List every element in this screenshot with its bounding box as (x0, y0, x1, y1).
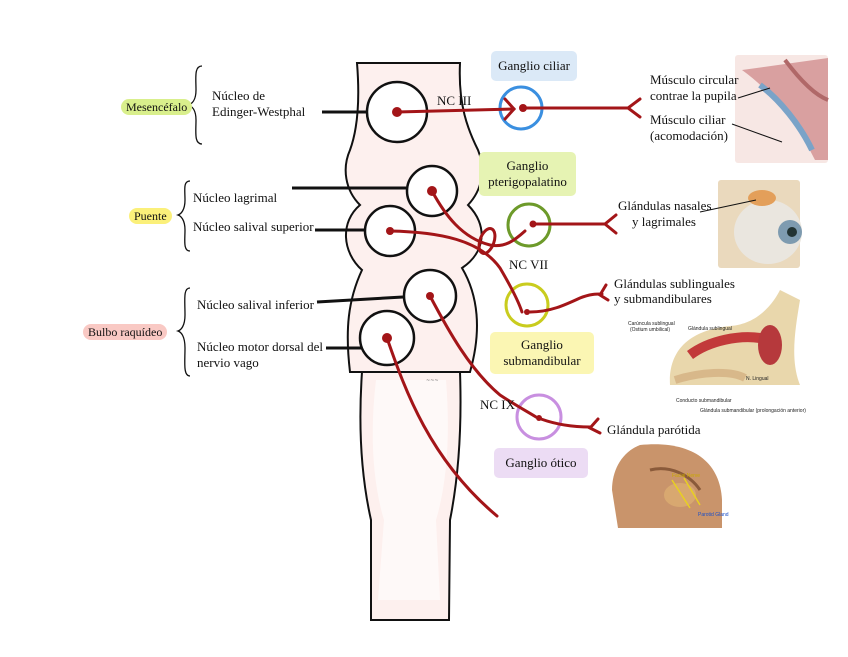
nerve-cn7-submand-out (528, 292, 604, 314)
fig-sublingual-gland: Glándula sublingual (688, 326, 732, 332)
nerve-cn7-lacrimal (430, 189, 527, 248)
label-cn9: NC IX (480, 397, 516, 412)
fig-facial-nerve: Facial Nerve (672, 473, 701, 479)
nerve-cn9 (428, 294, 538, 419)
region-tag-medulla: Bulbo raquídeo (83, 324, 168, 340)
nerve-cn9-out (539, 417, 592, 429)
label-vagus-line2: nervio vago (197, 355, 259, 370)
box-submandibular-ganglion: Ganglio submandibular (490, 332, 594, 374)
dot-edinger (392, 107, 402, 117)
box-pterygopalatine-ganglion: Ganglio pterigopalatino (479, 152, 576, 196)
dot-submand (524, 309, 530, 315)
fig-caruncle-line2: (Ostium umbilical) (630, 327, 671, 333)
submandibular-image (658, 288, 808, 406)
ciliary-ganglion-label: Ganglio ciliar (498, 58, 570, 73)
nerve-cn7-submand-terminal (597, 283, 610, 302)
fig-caruncle-line1: Carúncula sublingual (628, 321, 675, 327)
ptery-ganglion-line2: pterigopalatino (488, 174, 567, 189)
brace-pons (175, 180, 191, 252)
region-tag-pons: Puente (129, 208, 172, 224)
label-eye-line1: Músculo circular (650, 72, 739, 87)
label-eye-line2: contrae la pupila (650, 88, 737, 103)
label-vagus-line1: Núcleo motor dorsal del (197, 339, 323, 354)
submand-ganglion-line2: submandibular (503, 353, 581, 368)
label-sublingual-line1: Glándulas sublinguales (614, 276, 735, 291)
lacrimal-image (699, 180, 802, 268)
nerve-cn9-terminal (587, 417, 602, 435)
nerve-cn3-terminal (625, 97, 642, 119)
nerve-cn7-salivary (388, 229, 524, 314)
label-cn3: NC III (437, 93, 472, 108)
ganglion-submandibular-ring (504, 282, 550, 328)
nerve-cn3-preganglionic (395, 107, 516, 114)
nerve-vagus (385, 336, 499, 518)
label-sublingual-line2: y submandibulares (614, 291, 712, 306)
label-sup-salivary: Núcleo salival superior (193, 219, 314, 234)
nerve-cn3-branch (503, 97, 517, 121)
brainstem-inner-shade (372, 380, 448, 600)
ptery-ganglion-line1: Ganglio (506, 158, 549, 173)
box-ciliary-ganglion: Ganglio ciliar (491, 51, 577, 81)
eye-image (731, 55, 829, 163)
label-inf-salivary: Núcleo salival inferior (197, 297, 314, 312)
label-parotid: Glándula parótida (607, 422, 701, 437)
dot-ciliary (519, 104, 527, 112)
parotid-image (608, 442, 724, 528)
fig-parotid-gland: Parotid Gland (698, 512, 729, 518)
fig-submand-gland: Glándula submandibular (prolongación ant… (700, 408, 806, 414)
nerve-cn7-loop (477, 227, 497, 255)
brace-medulla (175, 287, 191, 377)
dot-otic (536, 415, 542, 421)
submand-ganglion-line1: Ganglio (521, 337, 563, 352)
dot-lacrimal (427, 186, 437, 196)
label-edinger-line1: Núcleo de (212, 88, 266, 103)
label-cn7: NC VII (509, 257, 549, 272)
dot-sup-salivary (386, 227, 394, 235)
label-edinger-line2: Edinger-Westphal (212, 104, 306, 119)
fig-lingual-nerve: N. Lingual (746, 376, 769, 382)
region-tag-midbrain: Mesencéfalo (121, 99, 193, 115)
dot-inf-salivary (426, 292, 434, 300)
nerve-cn7-ptery-terminal (602, 213, 618, 235)
label-lacrimal: Núcleo lagrimal (193, 190, 278, 205)
otic-ganglion-label: Ganglio ótico (505, 455, 577, 470)
fig-submand-duct: Conducto submandibular (676, 398, 732, 404)
label-nasal-line2: y lagrimales (632, 214, 696, 229)
dot-vagus (382, 333, 392, 343)
label-eye-line4: (acomodación) (650, 128, 728, 143)
box-otic-ganglion: Ganglio ótico (494, 448, 588, 478)
leader-inf-salivary (316, 295, 404, 304)
dot-ptery (529, 220, 537, 228)
label-eye-line3: Músculo ciliar (650, 112, 726, 127)
artist-signature: ~~~ (426, 378, 439, 384)
label-nasal-line1: Glándulas nasales (618, 198, 712, 213)
